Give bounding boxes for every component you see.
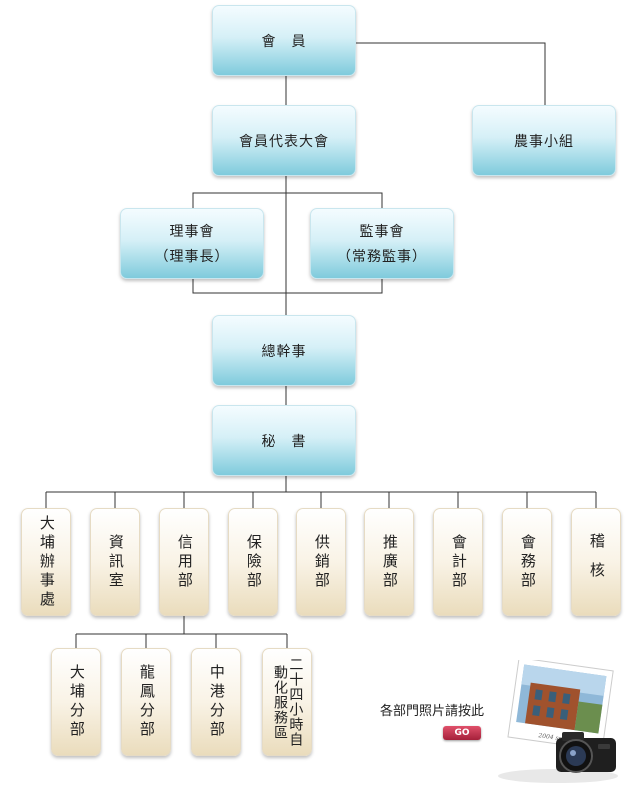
dept-info-office: 資訊室 xyxy=(90,508,140,616)
branch-24h-service: 二十四小時自動化服務區 xyxy=(262,648,312,756)
go-button[interactable]: GO xyxy=(443,726,481,740)
promo-text: 各部門照片請按此 xyxy=(380,704,485,719)
node-board-directors-line1: 理事會 xyxy=(169,224,215,240)
dept-label: 資訊室 xyxy=(106,533,125,591)
photo-promo: 各部門照片請按此 GO 2004 spring photo xyxy=(370,660,620,790)
node-secretary: 秘 書 xyxy=(212,405,356,476)
node-members: 會 員 xyxy=(212,5,356,76)
node-farming-group-label: 農事小組 xyxy=(514,133,574,150)
dept-label: 稽核 xyxy=(587,533,606,591)
dept-accounting: 會計部 xyxy=(433,508,483,616)
dept-extension: 推廣部 xyxy=(364,508,414,616)
dept-insurance: 保險部 xyxy=(228,508,278,616)
dept-dapu-office: 大埔辦事處 xyxy=(21,508,71,616)
node-board-directors: 理事會 （理事長） xyxy=(120,208,264,279)
go-button-label: GO xyxy=(454,728,470,738)
dept-audit: 稽核 xyxy=(571,508,621,616)
dept-affairs: 會務部 xyxy=(502,508,552,616)
dept-label: 大埔辦事處 xyxy=(37,514,56,610)
photo-camera-icon[interactable]: 2004 spring photo xyxy=(498,660,620,785)
camera-body xyxy=(556,732,616,773)
dept-label: 推廣部 xyxy=(380,533,399,591)
node-board-supervisors-line1: 監事會 xyxy=(359,224,405,240)
dept-label: 會務部 xyxy=(518,533,537,591)
node-farming-group: 農事小組 xyxy=(472,105,616,176)
node-general-manager-label: 總幹事 xyxy=(261,343,307,360)
node-board-supervisors: 監事會 （常務監事） xyxy=(310,208,454,279)
node-secretary-label: 秘 書 xyxy=(261,433,307,450)
node-general-manager: 總幹事 xyxy=(212,315,356,386)
node-representatives: 會員代表大會 xyxy=(212,105,356,176)
dept-supply-marketing: 供銷部 xyxy=(296,508,346,616)
line-members-farming xyxy=(356,42,546,105)
node-board-supervisors-line2: （常務監事） xyxy=(337,249,427,265)
node-board-directors-line2: （理事長） xyxy=(154,249,230,265)
branch-label: 二十四小時自動化服務區 xyxy=(272,657,304,747)
dept-label: 供銷部 xyxy=(312,533,331,591)
node-representatives-label: 會員代表大會 xyxy=(239,133,329,150)
dept-credit: 信用部 xyxy=(159,508,209,616)
branch-dapu: 大埔分部 xyxy=(51,648,101,756)
branch-zhonggang: 中港分部 xyxy=(191,648,241,756)
dept-label: 保險部 xyxy=(244,533,263,591)
dept-label: 信用部 xyxy=(175,533,194,591)
branch-label: 大埔分部 xyxy=(67,664,86,740)
branch-longfeng: 龍鳳分部 xyxy=(121,648,171,756)
branch-label: 中港分部 xyxy=(207,664,226,740)
branch-label: 龍鳳分部 xyxy=(137,664,156,740)
dept-label: 會計部 xyxy=(449,533,468,591)
node-members-label: 會 員 xyxy=(261,33,307,50)
